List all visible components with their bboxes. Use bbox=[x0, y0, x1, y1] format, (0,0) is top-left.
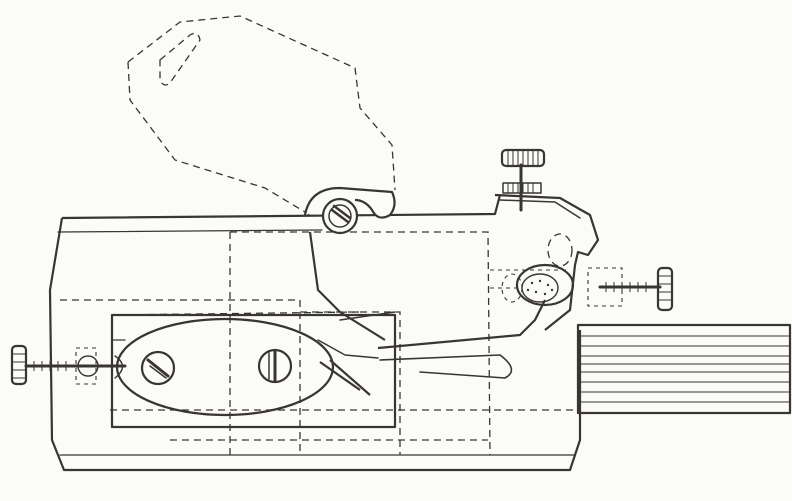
spring-lever bbox=[308, 231, 546, 396]
top-tension-assembly bbox=[494, 163, 600, 331]
hidden-lines bbox=[60, 231, 580, 456]
side-screw-right bbox=[587, 266, 674, 312]
hinge-lug bbox=[303, 186, 396, 235]
drive-shaft bbox=[576, 323, 792, 415]
top-thumbscrew bbox=[500, 148, 546, 168]
side-screw-left bbox=[10, 344, 127, 386]
raised-arm-outline bbox=[127, 15, 396, 216]
main-body bbox=[48, 194, 582, 472]
plate-screw-left bbox=[140, 350, 176, 386]
tension-knob bbox=[501, 233, 575, 307]
plate-screw-right bbox=[257, 348, 293, 384]
